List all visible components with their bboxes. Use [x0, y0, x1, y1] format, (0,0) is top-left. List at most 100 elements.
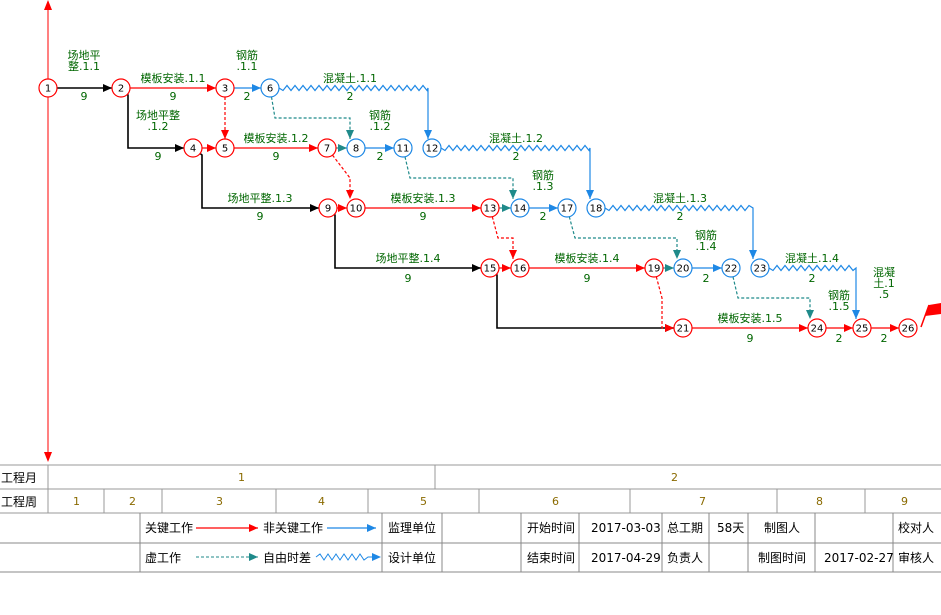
node-label: 22 — [725, 264, 738, 275]
node-circle — [510, 258, 530, 278]
node-circle — [215, 78, 235, 98]
node-circle — [318, 198, 338, 218]
task-name-24-25: 钢筋 — [828, 288, 850, 302]
task-duration-5-7: 9 — [273, 150, 280, 163]
week-cell: 3 — [216, 495, 223, 508]
task-name-2-4: 场地平整 — [136, 108, 180, 122]
finish-flag-icon — [920, 303, 941, 328]
task-duration-9-15: 9 — [405, 272, 412, 285]
week-cell: 7 — [699, 495, 706, 508]
task-duration-24-25: 2 — [836, 332, 843, 345]
end-time-label: 结束时间 — [527, 551, 575, 565]
week-cell: 4 — [318, 495, 325, 508]
node-circle — [346, 198, 366, 218]
node-circle — [38, 78, 58, 98]
week-row-header: 工程周 — [1, 494, 37, 509]
dummy-link-17-20 — [568, 216, 681, 259]
dummy-link-19-21 — [655, 276, 674, 332]
node-label: 18 — [590, 204, 603, 215]
legend-critical-work: 关键工作 — [145, 521, 193, 535]
week-cell: 8 — [816, 495, 823, 508]
month-row-header: 工程月 — [1, 470, 37, 485]
node-circle — [750, 258, 770, 278]
node-label: 15 — [484, 264, 497, 275]
dummy-link-6-8 — [270, 96, 354, 139]
node-label: 6 — [267, 84, 273, 95]
node-label: 24 — [811, 324, 824, 335]
task-duration-1-2: 9 — [81, 90, 88, 103]
task-name-2-4: .1.2 — [148, 120, 169, 133]
node-label: 11 — [397, 144, 410, 155]
time-axis — [44, 0, 52, 462]
node-circle — [346, 138, 366, 158]
task-name-25-26: .5 — [879, 288, 890, 301]
reviewer-label: 校对人 — [898, 520, 934, 535]
node-circle — [673, 318, 693, 338]
node-circle — [260, 78, 280, 98]
month-cell: 1 — [238, 471, 245, 484]
task-name-5-7: 模板安装.1.2 — [244, 131, 309, 145]
task-name-20-22: .1.4 — [696, 240, 717, 253]
node-circle — [111, 78, 131, 98]
draw-time-value: 2017-02-27 — [824, 551, 894, 565]
node-circle — [557, 198, 577, 218]
node-label: 21 — [677, 324, 690, 335]
task-duration-25-26: 2 — [881, 332, 888, 345]
task-duration-23-25: 2 — [809, 272, 816, 285]
task-arrow-6-12 — [278, 84, 432, 139]
node-label: 14 — [514, 204, 527, 215]
task-duration-20-22: 2 — [703, 272, 710, 285]
node-circle — [721, 258, 741, 278]
task-duration-2-3: 9 — [170, 90, 177, 103]
node-circle — [480, 258, 500, 278]
task-duration-4-9: 9 — [257, 210, 264, 223]
task-name-24-25: .1.5 — [829, 300, 850, 313]
task-name-9-15: 场地平整.1.4 — [376, 251, 441, 265]
task-name-6-12: 混凝土.1.1 — [323, 71, 377, 85]
task-name-8-11: 钢筋 — [369, 108, 391, 122]
node-circle — [644, 258, 664, 278]
node-label: 10 — [350, 204, 363, 215]
node-circle — [317, 138, 337, 158]
node-circle — [852, 318, 872, 338]
task-name-14-17: .1.3 — [533, 180, 554, 193]
total-duration-label: 总工期 — [667, 521, 703, 535]
legend-free-float: 自由时差 — [263, 551, 311, 565]
task-duration-10-13: 9 — [420, 210, 427, 223]
task-duration-3-6: 2 — [244, 90, 251, 103]
legend-supervision-unit: 监理单位 — [388, 520, 436, 535]
task-duration-21-24: 9 — [747, 332, 754, 345]
timeline-text: 工程月 工程周 1 2 1 2 3 4 5 6 7 8 9 — [1, 470, 908, 509]
week-cell: 2 — [129, 495, 136, 508]
task-name-21-24: 模板安装.1.5 — [718, 311, 783, 325]
task-duration-16-19: 9 — [584, 272, 591, 285]
task-arrow-18-23 — [604, 204, 757, 259]
week-cell: 6 — [552, 495, 559, 508]
dummy-link-11-14 — [404, 156, 517, 199]
week-cell: 5 — [420, 495, 427, 508]
node-circle — [673, 258, 693, 278]
task-name-20-22: 钢筋 — [695, 228, 717, 242]
owner-label: 负责人 — [667, 551, 703, 565]
month-cell: 2 — [671, 471, 678, 484]
node-label: 19 — [648, 264, 661, 275]
task-name-10-13: 模板安装.1.3 — [391, 191, 456, 205]
node-circle — [586, 198, 606, 218]
task-arrow-12-18 — [440, 144, 594, 199]
draw-time-label: 制图时间 — [758, 551, 806, 565]
timeline-grid — [0, 464, 941, 514]
dummy-link-13-16 — [491, 216, 517, 259]
node-label: 23 — [754, 264, 767, 275]
task-name-25-26: 混凝 — [873, 265, 895, 279]
node-label: 3 — [222, 84, 228, 95]
legend-table — [0, 513, 941, 573]
task-duration-18-23: 2 — [677, 210, 684, 223]
task-name-12-18: 混凝土.1.2 — [489, 131, 543, 145]
dummy-link-22-24 — [732, 276, 814, 319]
node-label: 5 — [222, 144, 228, 155]
task-arrow-4-9 — [199, 152, 319, 212]
node-label: 2 — [118, 84, 124, 95]
node-circle — [898, 318, 918, 338]
node-label: 13 — [484, 204, 497, 215]
